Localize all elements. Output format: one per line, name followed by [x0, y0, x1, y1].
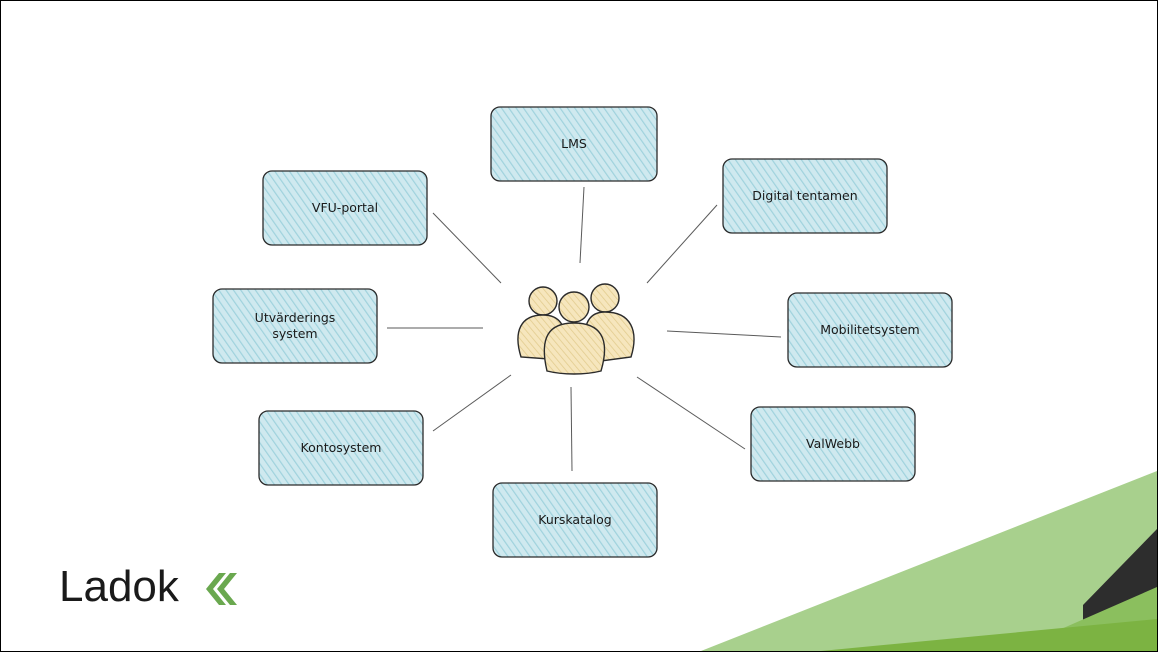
- node-digital-tentamen: Digital tentamen: [722, 158, 888, 234]
- node-label-line: Utvärderings: [255, 310, 336, 325]
- node-box-kontosystem: [258, 410, 424, 486]
- node-box-valwebb: [750, 406, 916, 482]
- accent-shape-light: [701, 471, 1157, 651]
- node-label-valwebb: ValWebb: [806, 436, 860, 451]
- connectors: [387, 186, 782, 472]
- node-label-line: ValWebb: [806, 436, 860, 451]
- connector-kurskatalog: [570, 386, 573, 472]
- node-label-line: Kurskatalog: [538, 512, 611, 527]
- connector-digital-tentamen: [646, 204, 718, 284]
- node-label-line: system: [272, 326, 317, 341]
- people-group-icon: [517, 283, 635, 375]
- nodes: LMS Digital tentamenMobilitetsystemValWeb…: [212, 106, 953, 558]
- node-label-line: VFU-portal: [312, 200, 378, 215]
- node-label-lms: LMS: [561, 136, 587, 151]
- node-valwebb: ValWebb: [750, 406, 916, 482]
- accent-shape-bottom: [821, 619, 1157, 651]
- corner-accent: [701, 471, 1157, 651]
- logo-text: Ladok: [59, 562, 180, 611]
- connector-kontosystem: [432, 374, 512, 432]
- node-label-line: Mobilitetsystem: [820, 322, 919, 337]
- node-box-utvarderings-system: [212, 288, 378, 364]
- node-label-digital-tentamen: Digital tentamen: [752, 188, 857, 203]
- node-vfu-portal: VFU-portal: [262, 170, 428, 246]
- node-box-digital-tentamen: [722, 158, 888, 234]
- node-box-kurskatalog: [492, 482, 658, 558]
- chevron-mark-icon: [206, 573, 237, 605]
- node-kurskatalog: Kurskatalog: [492, 482, 658, 558]
- connector-mobilitetsystem: [666, 330, 782, 338]
- node-box-vfu-portal: [262, 170, 428, 246]
- node-label-mobilitetsystem: Mobilitetsystem: [820, 322, 919, 337]
- connector-lms: [579, 186, 585, 264]
- node-label-line: Kontosystem: [301, 440, 382, 455]
- node-label-kontosystem: Kontosystem: [301, 440, 382, 455]
- node-kontosystem: Kontosystem: [258, 410, 424, 486]
- connector-valwebb: [636, 376, 746, 450]
- node-lms: LMS: [490, 106, 658, 182]
- node-label-kurskatalog: Kurskatalog: [538, 512, 611, 527]
- node-label-line: Digital tentamen: [752, 188, 857, 203]
- ladok-logo: Ladok: [59, 562, 237, 611]
- node-mobilitetsystem: Mobilitetsystem: [787, 292, 953, 368]
- node-box-mobilitetsystem: [787, 292, 953, 368]
- connector-vfu-portal: [432, 212, 502, 284]
- node-label-line: LMS: [561, 136, 587, 151]
- node-label-vfu-portal: VFU-portal: [312, 200, 378, 215]
- node-box-lms: [490, 106, 658, 182]
